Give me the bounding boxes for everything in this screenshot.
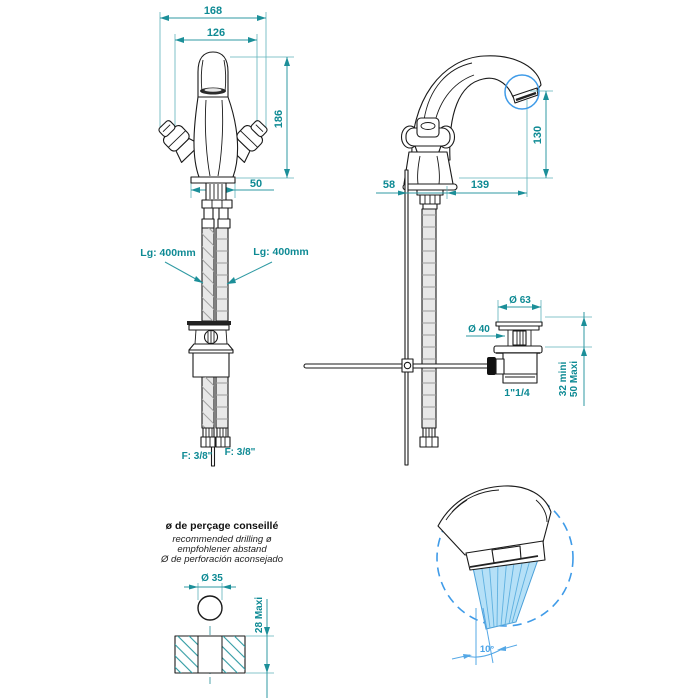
spray-detail: 10°	[436, 485, 574, 665]
spray-angle-label: 10°	[480, 644, 495, 655]
dim-inner-width: 126	[207, 27, 225, 39]
side-view: 130 58 139	[303, 55, 553, 466]
tip-callout-circle	[504, 74, 540, 110]
dim-cap-diameter: Ø 63	[509, 295, 531, 306]
hose-right-length-label: Lg: 400mm	[253, 246, 308, 258]
dim-clamp-max: 50 Maxi	[569, 361, 580, 397]
hose-left-length-label: Lg: 400mm	[140, 247, 195, 259]
dim-neck-diameter: Ø 40	[468, 324, 490, 335]
dim-height: 186	[273, 110, 285, 128]
dim-spout-reach: 139	[471, 179, 489, 191]
drain-assembly: Ø 63 Ø 40 1"1/4 32 mini 50 Maxi	[466, 295, 592, 406]
dim-hole-diameter: Ø 35	[201, 573, 223, 584]
note-line-es: Ø de perforación aconsejado	[160, 554, 283, 565]
dim-clamp-min: 32 mini	[558, 362, 569, 397]
drill-hole-circle	[197, 595, 223, 621]
dim-back-offset: 58	[383, 179, 395, 191]
dim-overall-width: 168	[204, 5, 222, 17]
fitting-left-label: F: 3/8"	[182, 451, 213, 462]
drilling-note: ø de perçage conseillé recommended drill…	[160, 520, 283, 698]
drain-thread-label: 1"1/4	[504, 387, 530, 399]
detail-spout	[437, 485, 552, 556]
faucet-front-body	[158, 51, 268, 467]
note-line-fr: ø de perçage conseillé	[166, 520, 279, 532]
front-view: 168 126 186 50	[140, 5, 309, 467]
note-line-de: empfohlener abstand	[177, 544, 267, 555]
water-streaks	[480, 552, 533, 629]
note-line-en: recommended drilling ø	[172, 534, 271, 545]
dim-base-width: 50	[250, 178, 262, 190]
dim-spout-height: 130	[532, 126, 544, 144]
left-handle	[158, 120, 201, 163]
dim-deck-thickness: 28 Maxi	[254, 597, 265, 633]
fitting-right-label: F: 3/8"	[225, 447, 256, 458]
